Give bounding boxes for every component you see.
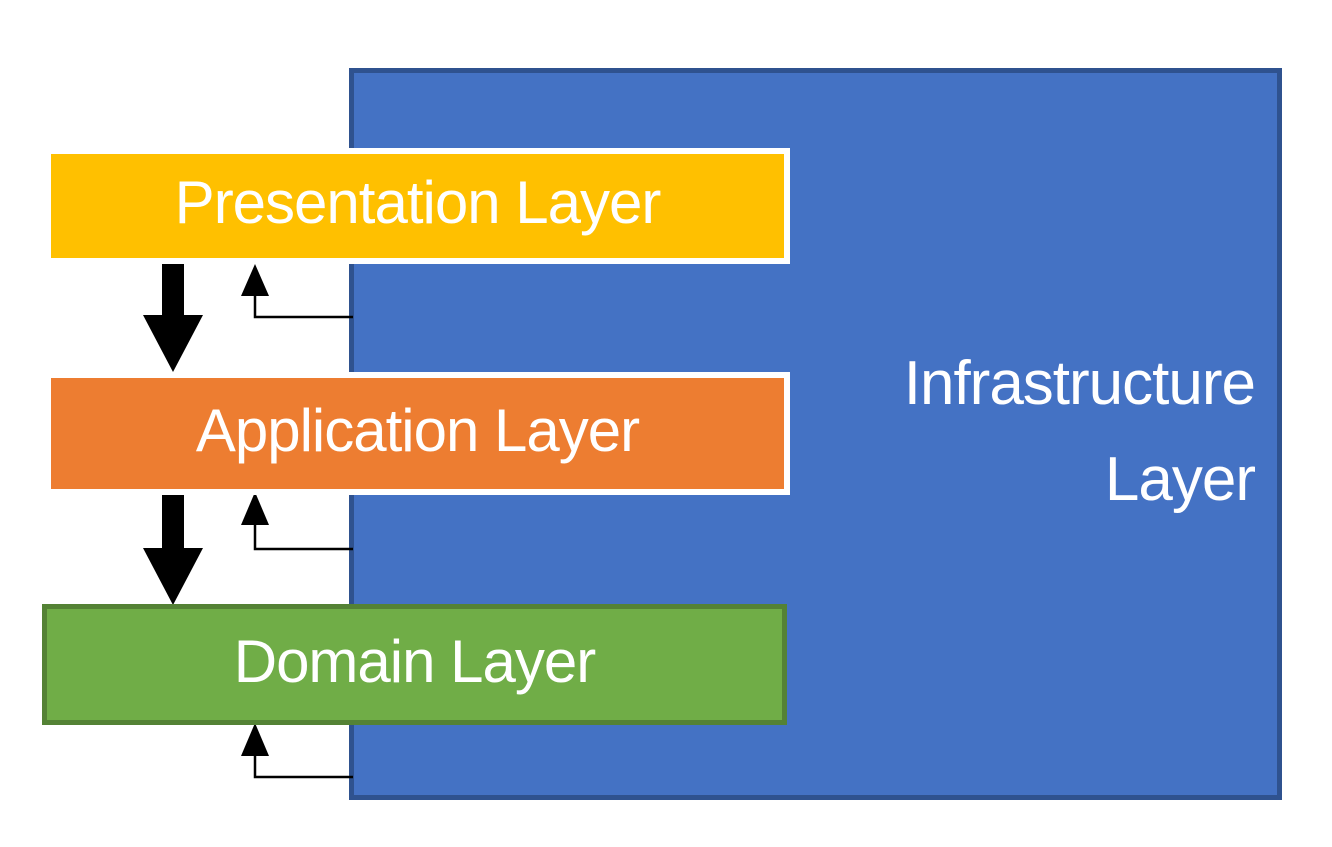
- elbow-line-to-presentation: [253, 294, 353, 319]
- elbow-line-to-application: [253, 523, 353, 551]
- application-layer-box: Application Layer: [45, 372, 790, 495]
- presentation-layer-box: Presentation Layer: [45, 148, 790, 264]
- arrowhead-to-presentation: [241, 264, 269, 296]
- arrowhead-to-application: [241, 492, 269, 525]
- thin-up-arrow-infrastructure-to-domain: [241, 723, 353, 779]
- domain-layer-box: Domain Layer: [42, 604, 787, 725]
- domain-layer-label: Domain Layer: [233, 627, 597, 695]
- infrastructure-layer-label: Infrastructure Layer: [903, 336, 1256, 528]
- infrastructure-label-line-1: Infrastructure: [903, 349, 1256, 418]
- infrastructure-label-line-2: Layer: [1104, 445, 1256, 514]
- application-layer-label: Application Layer: [195, 396, 640, 464]
- thin-up-arrow-infrastructure-to-presentation: [241, 264, 353, 319]
- thick-down-arrow-presentation-to-application: [143, 264, 203, 372]
- presentation-layer-label: Presentation Layer: [174, 169, 662, 236]
- elbow-line-to-domain: [253, 753, 353, 779]
- thin-up-arrow-infrastructure-to-application: [241, 492, 353, 551]
- thick-down-arrow-application-to-domain: [143, 495, 203, 605]
- arrowhead-to-domain: [241, 723, 269, 756]
